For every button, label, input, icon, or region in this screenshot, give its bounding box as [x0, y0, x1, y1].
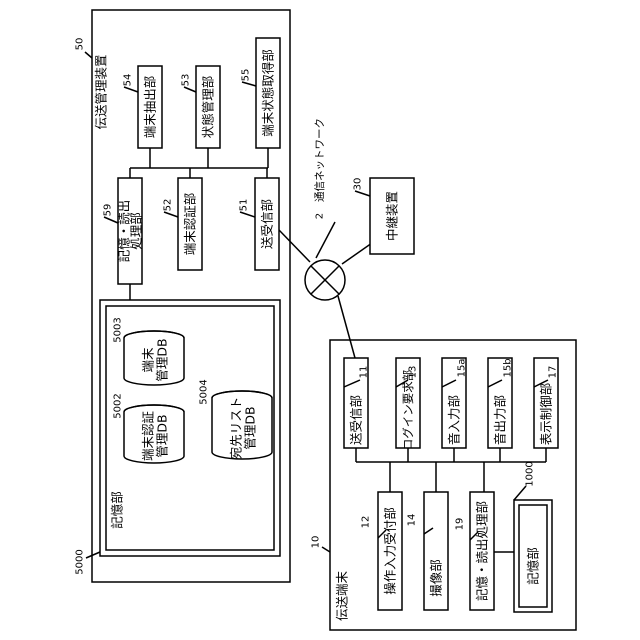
server-storage-label: 記憶部 — [110, 491, 125, 529]
terminal-storage-label: 記憶部 — [526, 547, 541, 585]
audio-output-unit-label: 音出力部 — [493, 395, 508, 445]
terminal-management-db-label-line1: 端末 — [141, 347, 156, 373]
terminal-management-db-label-line2: 管理DB — [155, 338, 170, 381]
ref-54: 54 — [123, 74, 134, 87]
display-control-unit-label: 表示制御部 — [539, 383, 554, 446]
state-management-unit-label: 状態管理部 — [201, 76, 216, 139]
ref-55: 55 — [241, 69, 252, 82]
ref-12: 12 — [361, 516, 372, 529]
network-label: 通信ネットワーク — [314, 118, 326, 202]
transmission-management-device-title: 伝送管理装置 — [94, 54, 109, 129]
terminal-auth-management-db-label-line2: 管理DB — [155, 414, 170, 457]
ref-5003: 5003 — [113, 317, 124, 342]
ref-2: 2 — [315, 213, 326, 219]
ref-13: 13 — [408, 366, 419, 379]
ref-15a: 15a — [457, 359, 468, 378]
terminal-state-acquisition-unit-label: 端末状態取得部 — [261, 49, 276, 137]
terminal-authentication-unit-label: 端末認証部 — [183, 193, 198, 256]
terminal-auth-management-db-label-line1: 端末認証 — [141, 411, 156, 462]
operation-input-unit-label: 操作入力受付部 — [383, 507, 398, 595]
ref-19: 19 — [455, 518, 466, 531]
ref-17: 17 — [548, 366, 559, 379]
server-transceiver-unit-label: 送受信部 — [260, 199, 275, 249]
transmission-terminal-title: 伝送端末 — [335, 571, 350, 622]
login-request-unit-label: ログイン要求部 — [401, 370, 415, 451]
terminal-extraction-unit-label: 端末抽出部 — [143, 76, 158, 139]
ref-10: 10 — [311, 536, 322, 549]
imaging-unit-label: 撮像部 — [429, 559, 444, 597]
ref-14: 14 — [407, 514, 418, 527]
ref-53: 53 — [181, 74, 192, 87]
destination-list-management-db-label-line1: 宛先リスト — [229, 397, 244, 460]
terminal-storage-read-unit-label: 記憶・読出処理部 — [475, 501, 490, 601]
ref-5002: 5002 — [113, 393, 124, 418]
ref-50: 50 — [75, 38, 86, 51]
storage-read-processing-unit-label-line2: 処理部 — [129, 212, 144, 250]
terminal-transceiver-unit-label: 送受信部 — [349, 395, 364, 445]
ref-51: 51 — [239, 199, 250, 212]
ref-5000: 5000 — [75, 549, 86, 574]
relay-device-label: 中継装置 — [385, 191, 400, 241]
ref-5004: 5004 — [199, 379, 210, 404]
ref-52: 52 — [163, 199, 174, 212]
audio-input-unit-label: 音入力部 — [447, 395, 462, 445]
ref-59: 59 — [103, 204, 114, 217]
destination-list-management-db-label-line2: 管理DB — [243, 406, 258, 449]
ref-30: 30 — [353, 178, 364, 191]
ref-15b: 15b — [503, 358, 514, 377]
ref-11: 11 — [359, 366, 370, 379]
ref-1000: 1000 — [525, 461, 536, 486]
